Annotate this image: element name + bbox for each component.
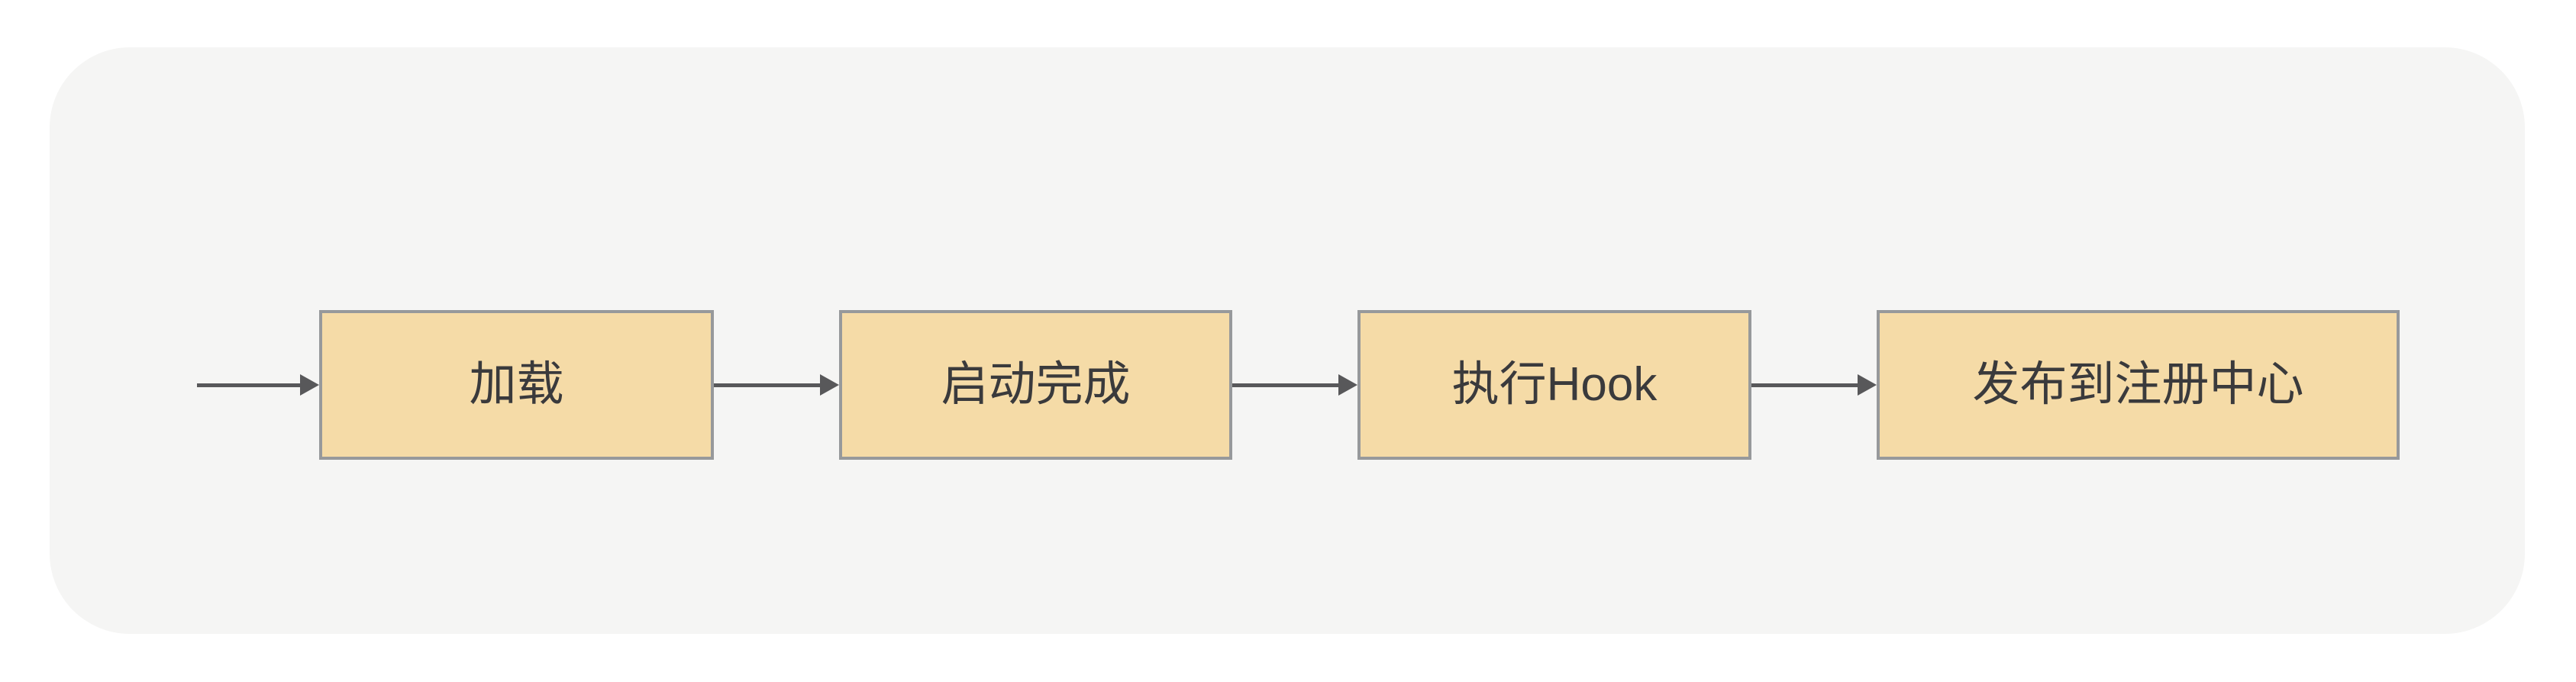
arrowhead-icon — [1338, 374, 1357, 396]
arrow-shaft — [714, 383, 820, 387]
arrowhead-icon — [300, 374, 319, 396]
flow-row: 加载 启动完成 执行Hook 发布到注册中心 — [197, 310, 2400, 460]
flow-node-load: 加载 — [319, 310, 714, 460]
node-label: 加载 — [469, 358, 564, 411]
arrowhead-icon — [1858, 374, 1877, 396]
arrow-right-icon — [1232, 374, 1357, 396]
arrow-shaft — [1751, 383, 1858, 387]
flowchart-panel: 加载 启动完成 执行Hook 发布到注册中心 — [50, 47, 2525, 634]
flow-node-publish-to-registry: 发布到注册中心 — [1877, 310, 2400, 460]
start-arrow-icon — [197, 374, 319, 396]
arrow-shaft — [1232, 383, 1338, 387]
flow-node-execute-hook: 执行Hook — [1357, 310, 1751, 460]
arrow-shaft — [197, 383, 300, 387]
node-label: 启动完成 — [941, 358, 1131, 411]
node-label: 执行Hook — [1451, 358, 1658, 411]
flow-node-startup-complete: 启动完成 — [839, 310, 1232, 460]
arrow-right-icon — [714, 374, 839, 396]
arrow-right-icon — [1751, 374, 1877, 396]
node-label: 发布到注册中心 — [1972, 358, 2304, 411]
arrowhead-icon — [820, 374, 839, 396]
